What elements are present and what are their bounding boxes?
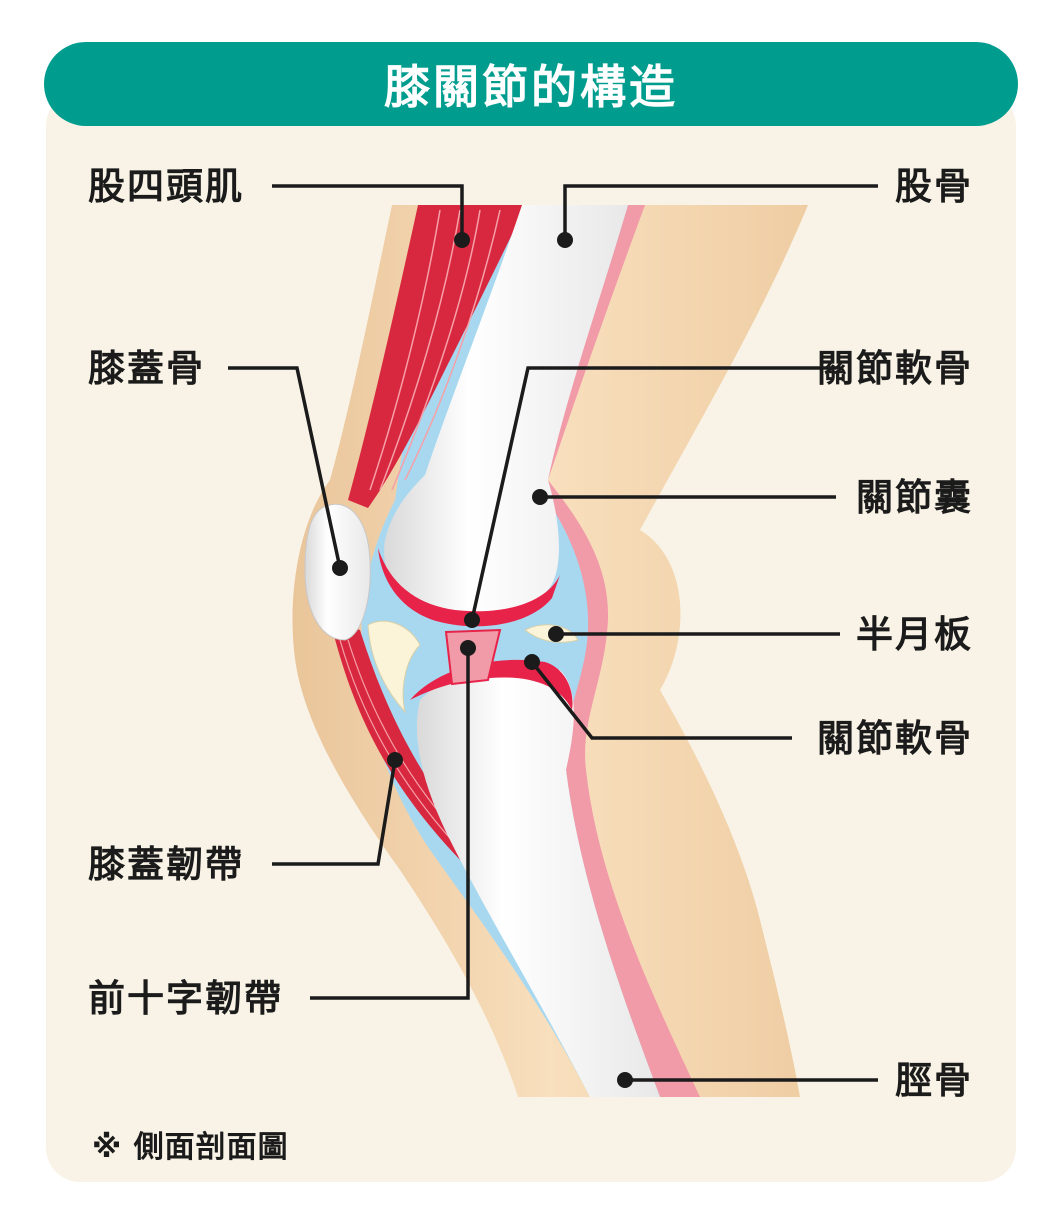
diagram-title: 膝關節的構造: [384, 60, 678, 114]
label-patellar-ligament: 膝蓋韌帶: [88, 843, 244, 886]
view-note: ※ 側面剖面圖: [92, 1130, 289, 1165]
leader-dots: [332, 232, 633, 1088]
meniscus-front: [367, 620, 421, 714]
label-quadriceps: 股四頭肌: [88, 165, 244, 208]
quadriceps-fibers: [369, 209, 501, 491]
label-patella: 膝蓋骨: [88, 347, 205, 390]
acl-ligament-shape: [444, 628, 502, 686]
label-acl: 前十字韌帶: [88, 977, 283, 1020]
femur-bone: [384, 205, 628, 619]
label-tibia: 脛骨: [895, 1059, 973, 1102]
leader-lines: [228, 184, 878, 1082]
femur-cartilage: [378, 548, 560, 627]
label-articular-cartilage-lower: 關節軟骨: [817, 717, 973, 760]
label-femur: 股骨: [895, 165, 973, 208]
label-joint-capsule: 關節囊: [856, 476, 973, 519]
label-articular-cartilage-upper: 關節軟骨: [817, 347, 973, 390]
tibia-bone: [416, 664, 660, 1097]
title-bar: 膝關節的構造: [44, 42, 1018, 126]
label-meniscus: 半月板: [856, 613, 973, 656]
